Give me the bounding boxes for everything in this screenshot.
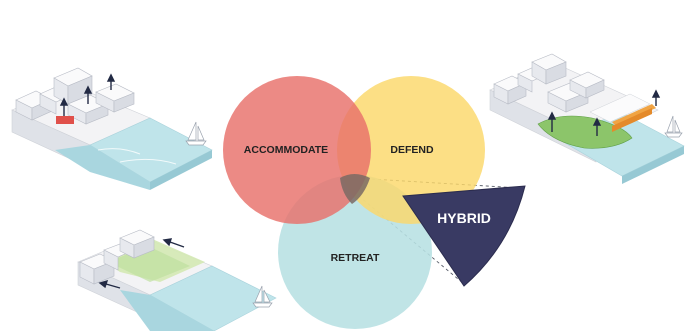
sailboat-icon <box>185 121 207 146</box>
arrow-up-icon <box>651 89 661 106</box>
venn-diagram: ACCOMMODATE DEFEND RETREAT HYBRID <box>223 76 526 329</box>
flood-proof-marker <box>56 116 74 124</box>
hybrid-connector-top <box>353 177 521 189</box>
water-surface <box>149 265 277 331</box>
retreat-label: RETREAT <box>331 252 380 264</box>
promenade <box>589 93 651 123</box>
retreat-vignette <box>77 229 277 331</box>
defend-vignette <box>489 53 685 184</box>
vegetated-berm <box>537 115 633 149</box>
hybrid-label: HYBRID <box>437 210 491 226</box>
water-side <box>622 146 684 184</box>
buildings <box>79 229 155 285</box>
overlap-center <box>340 174 370 204</box>
arrow-up-icon <box>83 85 93 104</box>
arrow-up-icon <box>547 111 557 132</box>
arrow-left-icon <box>162 238 185 248</box>
defend-circle <box>337 76 485 224</box>
arrow-left-icon <box>98 279 121 289</box>
arrow-up-icon <box>106 73 116 90</box>
sailboat-icon <box>664 115 683 138</box>
water-shore <box>55 145 150 190</box>
buildings <box>493 53 605 113</box>
water-side <box>150 150 212 190</box>
sea-wall <box>612 104 656 126</box>
defend-label: DEFEND <box>390 144 434 156</box>
water-shore <box>120 290 214 331</box>
hybrid-outline <box>402 185 526 287</box>
accommodate-circle <box>223 76 371 224</box>
sailboat-icon <box>252 285 273 308</box>
arrow-up-icon <box>592 117 602 136</box>
sea-wall-face <box>612 108 652 132</box>
hybrid-wedge <box>403 186 525 286</box>
accommodate-vignette <box>11 67 213 190</box>
accommodate-label: ACCOMMODATE <box>244 144 328 156</box>
arrow-up-icon <box>59 97 69 116</box>
